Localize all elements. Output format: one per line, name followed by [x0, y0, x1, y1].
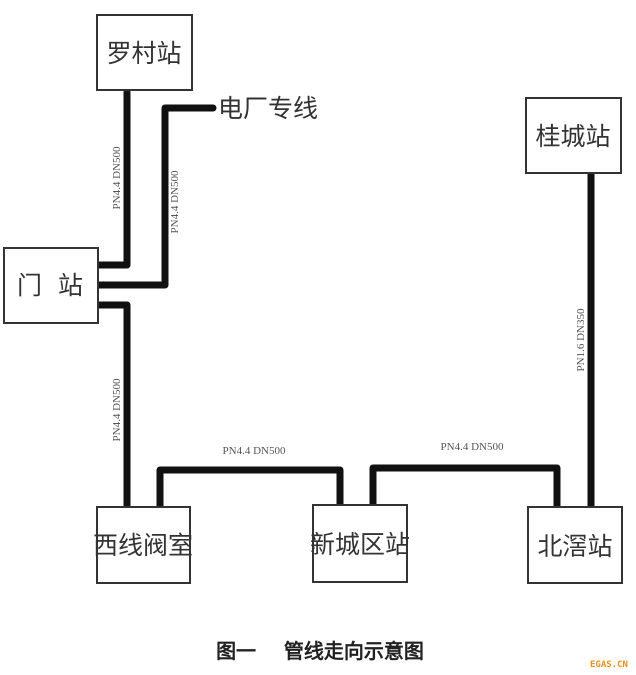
- power-plant-label: 电厂专线: [218, 94, 318, 123]
- spec-power-plant: PN4.4 DN500: [169, 170, 181, 233]
- station-box-luocun: [96, 14, 193, 91]
- station-xixian: 西线阀室: [93, 531, 193, 560]
- station-box-xinchengqu: [312, 504, 408, 583]
- station-xinchengqu: 新城区站: [310, 530, 410, 559]
- station-box-xixian: [96, 506, 191, 584]
- pipe-men-xixian: [95, 301, 131, 511]
- figure-caption: 图一 管线走向示意图: [216, 639, 424, 663]
- station-guicheng: 桂城站: [535, 122, 610, 151]
- station-luocun: 罗村站: [106, 39, 181, 68]
- spec-luocun-men: PN4.4 DN500: [111, 146, 123, 209]
- spec-men-xixian: PN4.4 DN500: [111, 378, 123, 441]
- station-box-beijiao: [527, 506, 623, 584]
- pipe-power-plant: [95, 104, 217, 289]
- watermark: EGAS.CN: [590, 660, 628, 670]
- station-box-men: [3, 247, 99, 324]
- station-men: 门 站: [17, 271, 83, 300]
- pipe-xixian-xinchengqu: [156, 466, 344, 511]
- spec-guicheng-beijiao: PN1.6 DN350: [575, 308, 587, 371]
- station-box-guicheng: [525, 97, 622, 174]
- pipe-xinchengqu-beijiao: [369, 464, 561, 511]
- spec-xixian-xinchengqu: PN4.4 DN500: [223, 445, 286, 457]
- station-beijiao: 北滘站: [537, 532, 612, 561]
- spec-xinchengqu-beijiao: PN4.4 DN500: [441, 441, 504, 453]
- pipe-luocun-men: [95, 88, 131, 269]
